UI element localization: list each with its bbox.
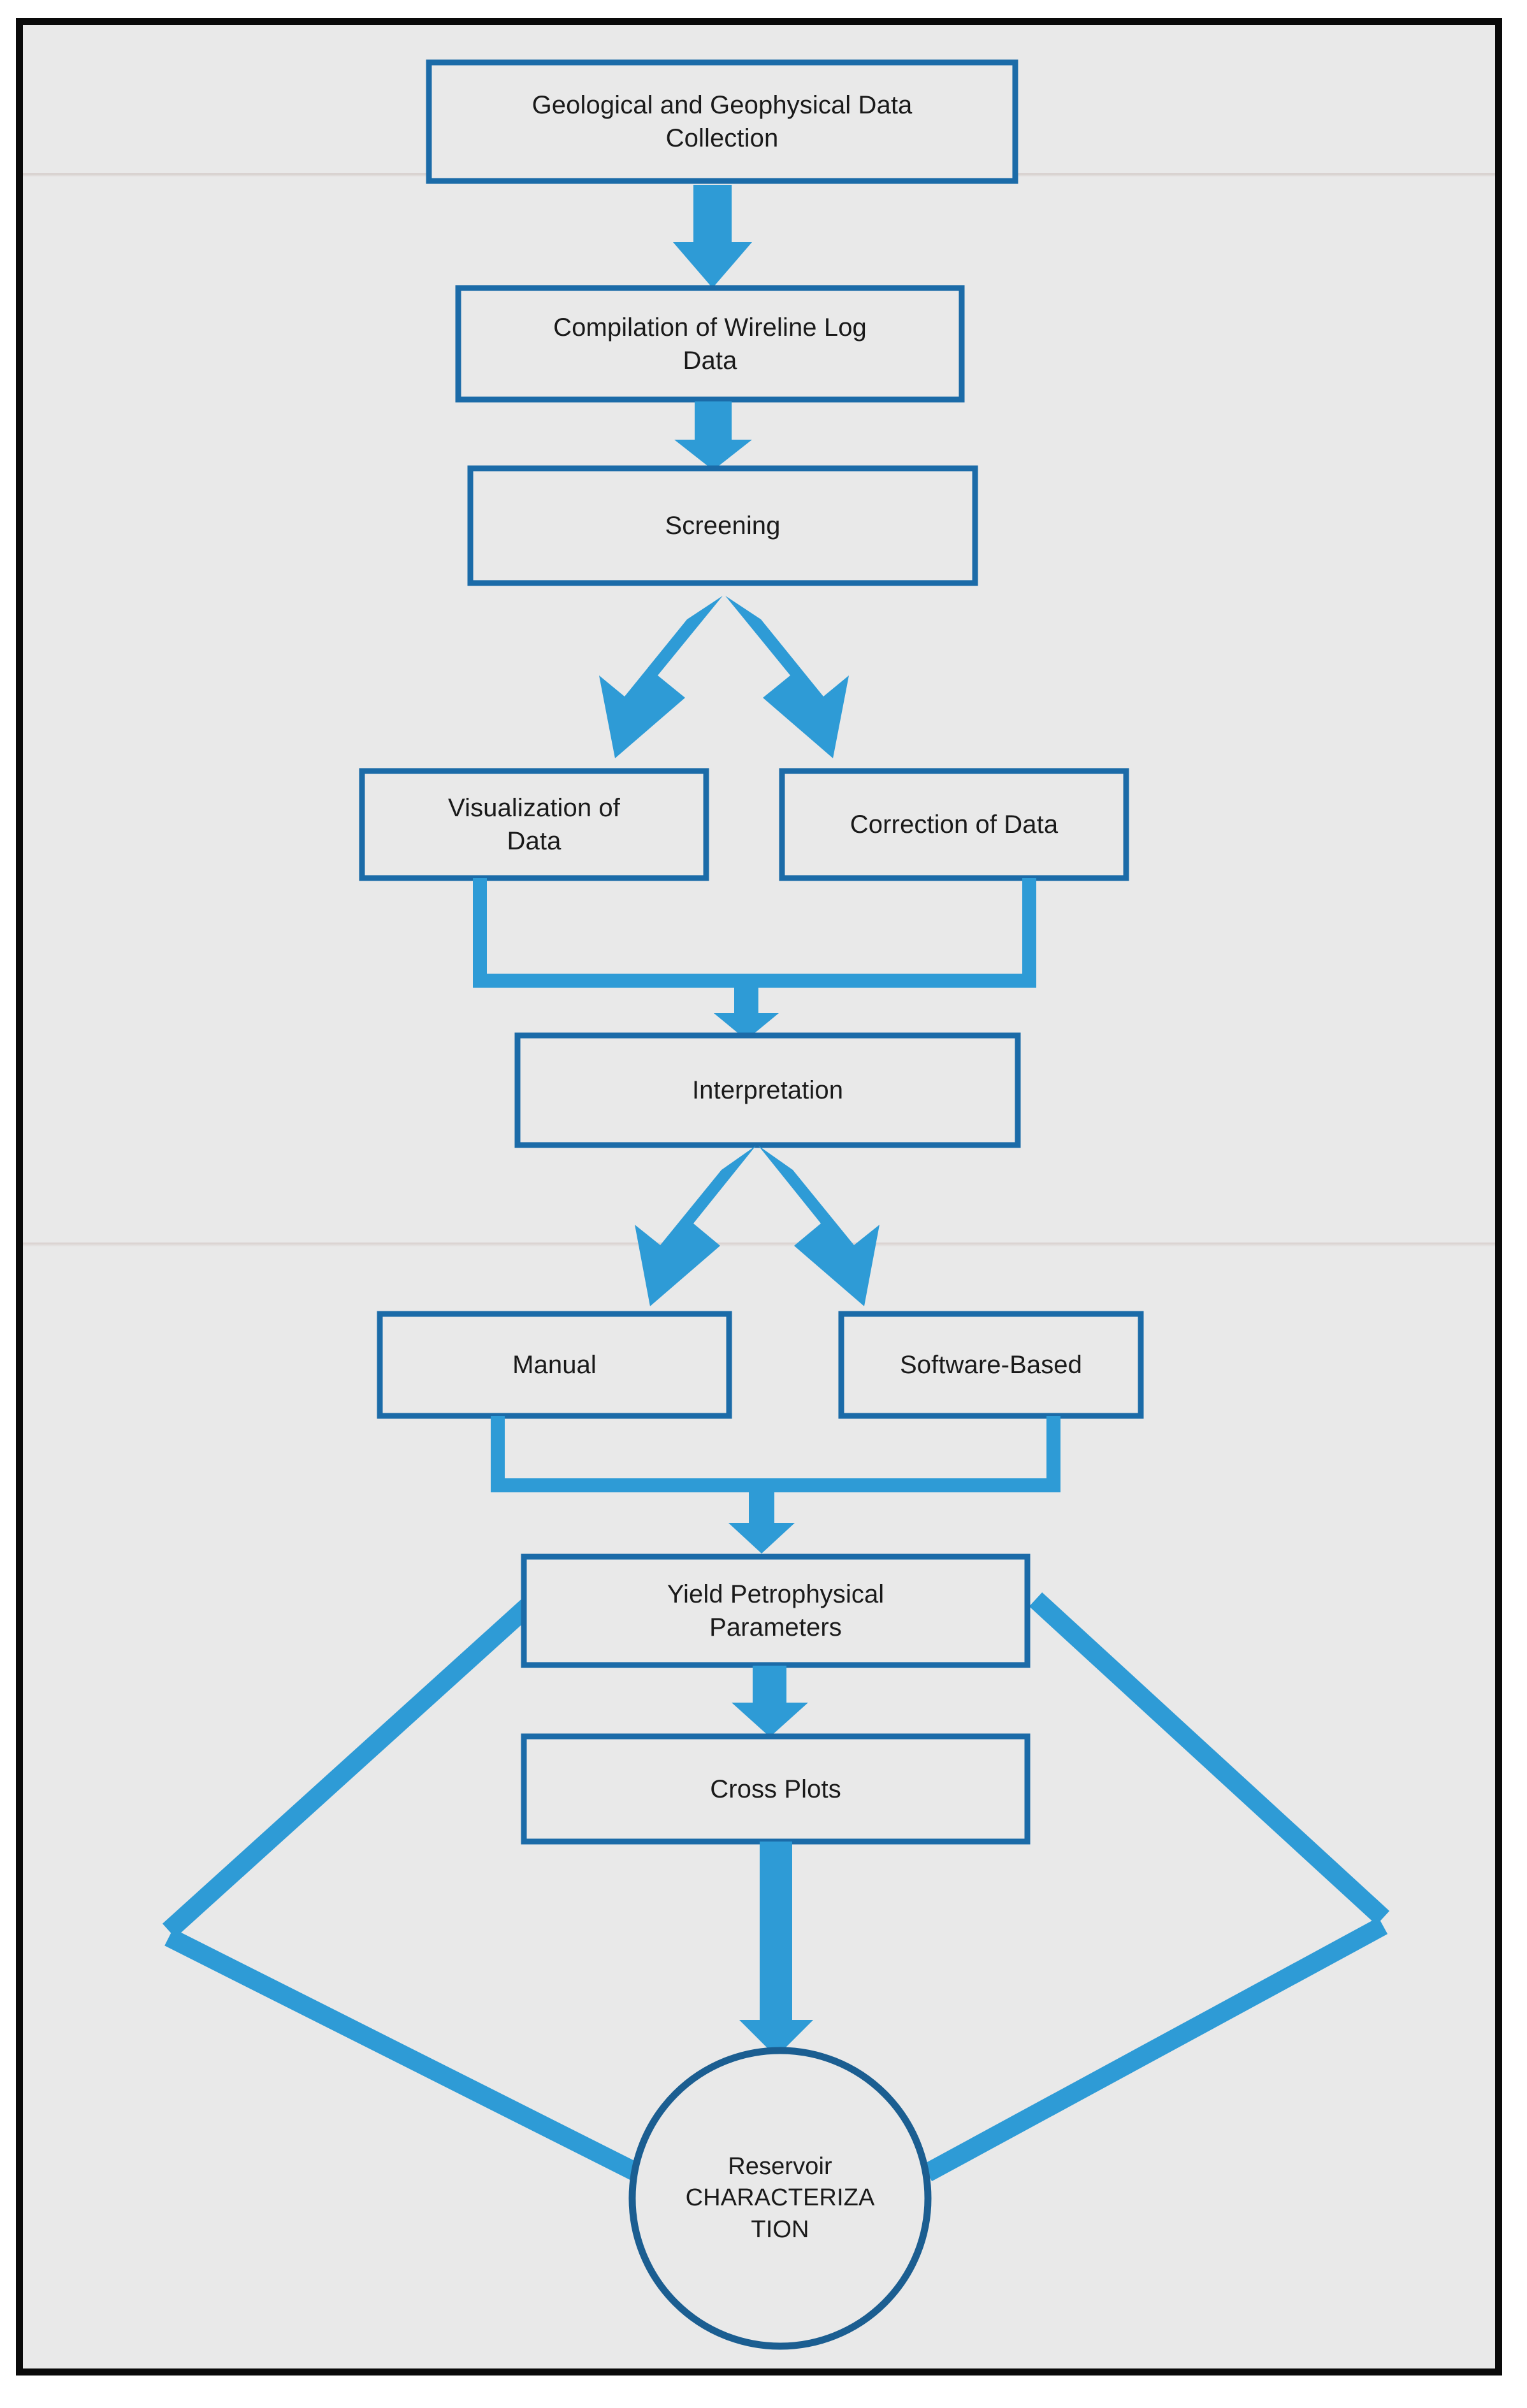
arrow-n1-n2: [673, 185, 752, 288]
node-yield-petrophysical-parameters[interactable]: [521, 1554, 1031, 1668]
diamond-loop: [162, 1592, 1390, 2182]
node-compilation-of-wireline-log-data[interactable]: [455, 285, 965, 403]
node-cross-plots[interactable]: [521, 1733, 1031, 1845]
merge-arrow-visualization-correction: [473, 878, 1036, 1040]
split-arrow-screening: [599, 596, 849, 758]
node-reservoir-characterization[interactable]: [628, 2047, 932, 2350]
arrow-n10-n11: [739, 1842, 813, 2057]
arrow-n2-n3: [674, 401, 752, 470]
node-screening[interactable]: [467, 465, 978, 586]
node-correction-of-data[interactable]: [779, 768, 1129, 881]
merge-arrow-manual-software: [491, 1416, 1060, 1554]
node-manual[interactable]: [377, 1311, 732, 1419]
arrow-n9-n10: [732, 1666, 808, 1737]
node-interpretation[interactable]: [514, 1032, 1021, 1148]
node-software-based[interactable]: [838, 1311, 1144, 1419]
node-visualization-of-data[interactable]: [359, 768, 709, 881]
node-geological-geophysical-data-collection[interactable]: [426, 59, 1018, 184]
split-arrow-interpretation: [635, 1146, 879, 1306]
